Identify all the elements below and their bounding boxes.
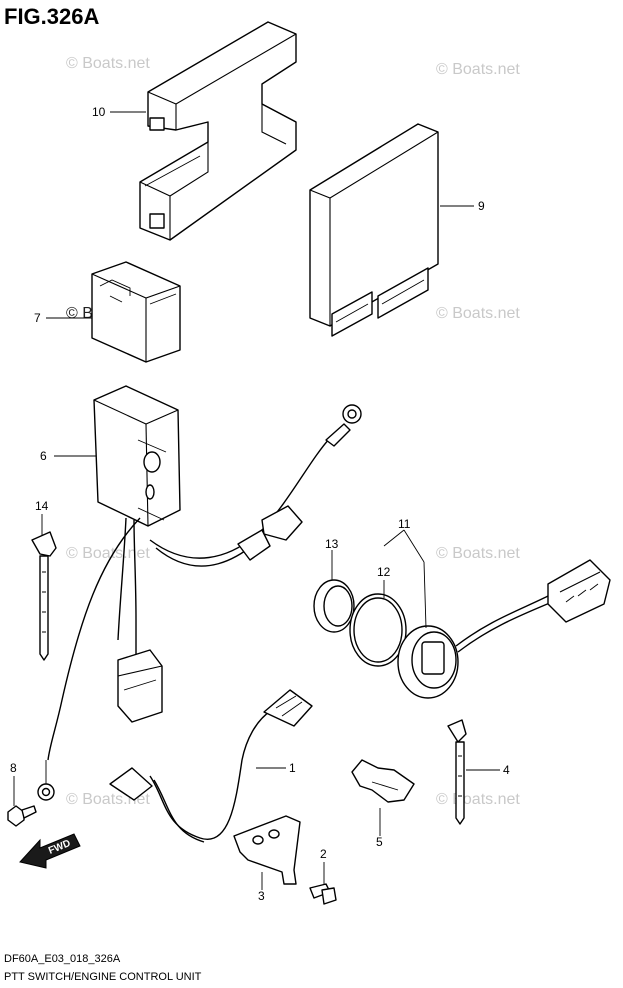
watermark: © Boats.net <box>436 61 520 78</box>
part-6-ptt-relay[interactable] <box>37 385 362 801</box>
callout-numbers: 10 9 7 6 14 13 11 12 8 1 4 5 2 3 <box>10 105 510 903</box>
watermark: © Boats.net <box>436 545 520 562</box>
callout-11: 11 <box>398 517 411 531</box>
part-1-lead[interactable] <box>109 689 313 843</box>
callout-7: 7 <box>34 311 41 325</box>
watermark: © Boats.net <box>436 305 520 322</box>
callout-1: 1 <box>289 761 296 775</box>
callout-10: 10 <box>92 105 106 119</box>
figure-caption: PTT SWITCH/ENGINE CONTROL UNIT <box>4 971 202 983</box>
part-4-cable-tie[interactable] <box>447 719 467 825</box>
part-12-o-ring[interactable] <box>349 593 407 667</box>
part-10-holder[interactable] <box>139 21 297 241</box>
part-11-ptt-switch[interactable] <box>397 559 611 699</box>
watermark: © Boats.net <box>66 545 150 562</box>
part-3-bracket[interactable] <box>233 815 301 885</box>
part-7-cover[interactable] <box>91 261 181 363</box>
callout-4: 4 <box>503 763 510 777</box>
leader-lines <box>13 111 500 890</box>
callout-3: 3 <box>258 889 265 903</box>
callout-14: 14 <box>35 499 49 513</box>
part-8-bolt[interactable] <box>7 805 37 827</box>
callout-8: 8 <box>10 761 17 775</box>
callout-13: 13 <box>325 537 339 551</box>
part-13-collar[interactable] <box>313 579 355 633</box>
callout-5: 5 <box>376 835 383 849</box>
callout-2: 2 <box>320 847 327 861</box>
fwd-arrow: FWD <box>19 833 81 869</box>
callout-12: 12 <box>377 565 391 579</box>
part-9-ecu[interactable] <box>309 123 439 337</box>
part-5-clamp[interactable] <box>351 759 415 803</box>
figure-code: DF60A_E03_018_326A <box>4 953 121 965</box>
callout-9: 9 <box>478 199 485 213</box>
part-14-cable-tie[interactable] <box>31 531 57 661</box>
callout-6: 6 <box>40 449 47 463</box>
figure-title: FIG.326A <box>4 4 99 29</box>
watermark: © Boats.net <box>436 791 520 808</box>
part-2-screw[interactable] <box>309 883 337 905</box>
watermark: © Boats.net <box>66 55 150 72</box>
